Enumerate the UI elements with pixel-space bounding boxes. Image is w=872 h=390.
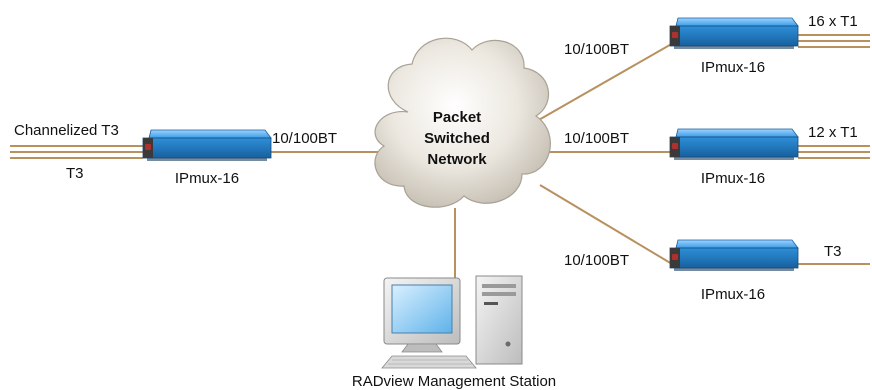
- ipmux-device-right-bottom: [669, 239, 799, 272]
- management-station-label: RADview Management Station: [352, 373, 556, 390]
- management-station-icon: [381, 275, 523, 369]
- left-uplink-label: 10/100BT: [272, 130, 337, 147]
- bottom-uplink-line: [539, 184, 673, 265]
- right-bottom-device-label: IPmux-16: [701, 286, 765, 303]
- bottom-t3-label: T3: [824, 243, 842, 260]
- top-t1-label: 16 x T1: [808, 13, 858, 30]
- right-middle-device-label: IPmux-16: [701, 170, 765, 187]
- middle-t1-label: 12 x T1: [808, 124, 858, 141]
- cloud-label-line3: Network: [427, 151, 487, 168]
- cloud-label-line2: Switched: [424, 130, 490, 147]
- left-t3-label: T3: [66, 165, 84, 182]
- links: [10, 34, 870, 278]
- top-uplink-label: 10/100BT: [564, 41, 629, 58]
- top-uplink-line: [529, 41, 676, 126]
- bottom-uplink-label: 10/100BT: [564, 252, 629, 269]
- cloud-label-line1: Packet: [433, 109, 481, 126]
- packet-network-cloud: Packet Switched Network: [374, 37, 551, 208]
- middle-uplink-label: 10/100BT: [564, 130, 629, 147]
- ipmux-device-right-middle: [669, 128, 799, 161]
- channelized-t3-label: Channelized T3: [14, 122, 119, 139]
- ipmux-device-right-top: [669, 17, 799, 50]
- left-device-label: IPmux-16: [175, 170, 239, 187]
- right-top-device-label: IPmux-16: [701, 59, 765, 76]
- ipmux-device-left: [142, 129, 272, 162]
